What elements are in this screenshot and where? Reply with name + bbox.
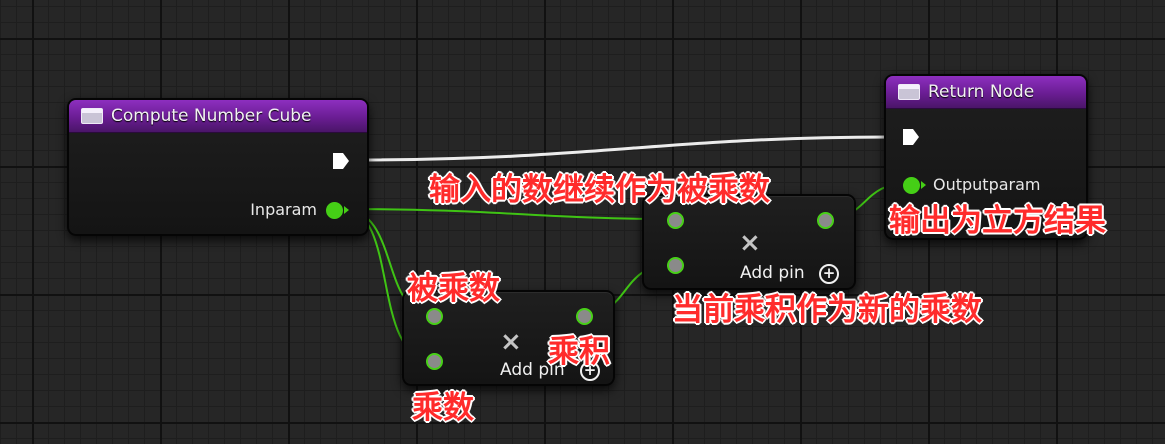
annotation-multiplier: 乘数 (412, 390, 474, 426)
multiply-icon: × (739, 228, 761, 258)
function-icon (898, 84, 920, 100)
function-icon (81, 108, 103, 124)
output-pin[interactable] (817, 212, 834, 229)
annotation-multiplicand: 被乘数 (407, 271, 500, 307)
output-pin[interactable] (576, 308, 593, 325)
node-title: Compute Number Cube (111, 106, 312, 126)
add-pin-icon[interactable]: + (819, 264, 839, 284)
multiply-node-first[interactable]: × Add pin + (402, 290, 615, 386)
input-pin-b[interactable] (667, 257, 684, 274)
inparam-label: Inparam (250, 200, 317, 219)
add-pin-icon[interactable]: + (580, 361, 600, 381)
outputparam-pin[interactable] (903, 177, 920, 194)
outputparam-label: Outputparam (933, 175, 1041, 194)
node-header: Return Node (886, 76, 1086, 109)
exec-wire (351, 135, 897, 162)
inparam-arrow-icon (344, 206, 349, 214)
wire-inparam-to-multiply2-a (342, 208, 674, 220)
outputparam-arrow-icon (921, 181, 926, 189)
input-pin-a[interactable] (426, 308, 443, 325)
node-title: Return Node (928, 82, 1035, 102)
input-pin-a[interactable] (667, 212, 684, 229)
multiply-icon: × (500, 327, 522, 357)
exec-in-icon[interactable] (902, 128, 920, 146)
compute-number-cube-node[interactable]: Compute Number Cube Inparam (67, 98, 369, 236)
return-node[interactable]: Return Node Outputparam (884, 74, 1088, 240)
annotation-product: 乘积 (548, 334, 610, 370)
add-pin-label[interactable]: Add pin (500, 360, 565, 380)
annotation-input-as-multiplicand: 输入的数继续作为被乘数 (429, 172, 770, 208)
add-pin-label[interactable]: Add pin (740, 263, 805, 283)
exec-out-icon[interactable] (332, 152, 350, 170)
annotation-output-as-cube: 输出为立方结果 (889, 203, 1106, 239)
node-header: Compute Number Cube (69, 100, 367, 133)
inparam-pin[interactable] (326, 202, 343, 219)
input-pin-b[interactable] (426, 353, 443, 370)
annotation-current-product-as-multiplier: 当前乘积作为新的乘数 (672, 292, 982, 328)
multiply-node-second[interactable]: × Add pin + (642, 194, 856, 290)
